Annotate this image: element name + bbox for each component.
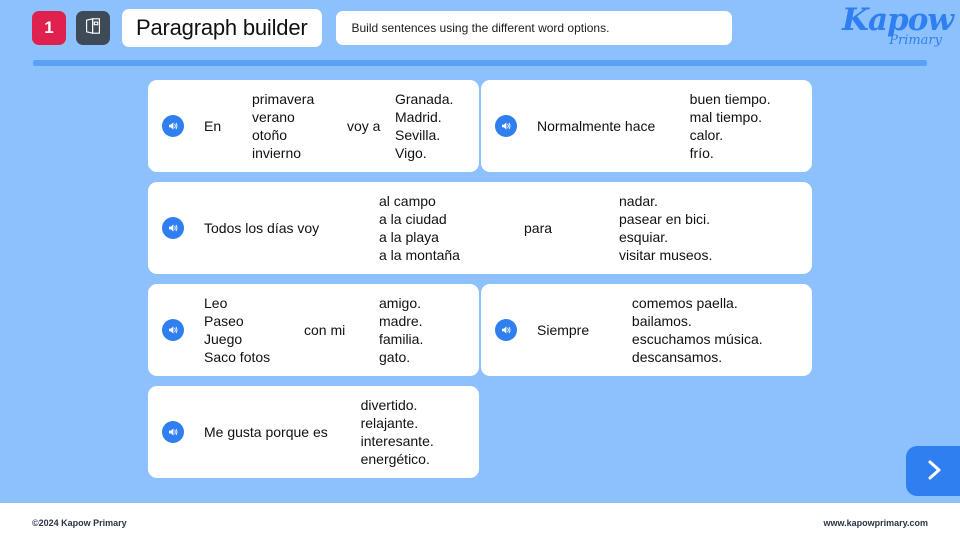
option-line[interactable]: escuchamos música. (631, 331, 763, 347)
next-slide-button[interactable] (906, 446, 960, 496)
option-line[interactable]: verano (252, 109, 295, 125)
speaker-icon[interactable] (495, 319, 517, 341)
sentence-card-leo[interactable]: Leo Paseo Juego Saco fotos con mi amigo.… (148, 284, 479, 376)
step-number-badge: 1 (32, 11, 66, 45)
option-line[interactable]: Juego (204, 331, 243, 347)
sentence-card-en[interactable]: En primavera verano otoño invierno voy a… (148, 80, 479, 172)
card-row-2: Todos los días voy al campo a la ciudad … (0, 182, 960, 274)
sentence-card-me-gusta[interactable]: Me gusta porque es divertido. relajante.… (148, 386, 479, 478)
option-line[interactable]: esquiar. (619, 229, 669, 245)
option-line[interactable]: divertido. (360, 397, 418, 413)
option-line[interactable]: al campo (379, 193, 436, 209)
option-line[interactable]: descansamos. (631, 349, 723, 365)
card-en-col-connector: voy a (347, 118, 381, 134)
header-divider (33, 60, 927, 66)
card-en-col-seasons: primavera verano otoño invierno (252, 90, 347, 162)
page-title: Paragraph builder (136, 15, 308, 40)
card-leo-col-connector: con mi (304, 322, 346, 338)
speaker-icon[interactable] (495, 115, 517, 137)
card-row-3: Leo Paseo Juego Saco fotos con mi amigo.… (0, 284, 960, 376)
option-line[interactable]: nadar. (619, 193, 658, 209)
card-siempre-col-prompt: Siempre (537, 322, 590, 338)
card-todos-col-connector: para (524, 220, 553, 236)
card-row-4: Me gusta porque es divertido. relajante.… (0, 386, 960, 478)
option-line[interactable]: calor. (689, 127, 724, 143)
step-number-label: 1 (44, 18, 54, 37)
option-line[interactable]: mal tiempo. (689, 109, 763, 125)
card-todos-col-places: al campo a la ciudad a la playa a la mon… (379, 192, 524, 264)
option-line[interactable]: primavera (252, 91, 315, 107)
option-line[interactable]: Saco fotos (204, 349, 271, 365)
card-me-gusta-col-prompt: Me gusta porque es (204, 424, 328, 440)
sentence-card-siempre[interactable]: Siempre comemos paella. bailamos. escuch… (481, 284, 812, 376)
card-todos-col-prompt: Todos los días voy (204, 220, 320, 236)
option-line[interactable]: bailamos. (631, 313, 692, 329)
copyright-text: ©2024 Kapow Primary (32, 518, 127, 528)
slide-canvas: 1 Paragraph builder Build se (0, 0, 960, 503)
slide-title-box: Paragraph builder (122, 9, 322, 47)
instruction-text: Build sentences using the different word… (351, 21, 610, 35)
option-line[interactable]: Sevilla. (395, 127, 441, 143)
option-line[interactable]: Granada. (395, 91, 454, 107)
card-en-col-prompt: En (204, 118, 222, 134)
option-line[interactable]: a la playa (379, 229, 439, 245)
kapow-primary-logo: Kapow Primary (842, 3, 954, 53)
website-url: www.kapowprimary.com (823, 518, 928, 528)
speaker-icon[interactable] (162, 421, 184, 443)
card-me-gusta-col-adjectives: divertido. relajante. interesante. energ… (361, 396, 465, 468)
option-line[interactable]: familia. (379, 331, 424, 347)
option-line[interactable]: Vigo. (395, 145, 427, 161)
option-line[interactable]: Paseo (204, 313, 244, 329)
book-icon (83, 16, 103, 41)
option-line[interactable]: Leo (204, 295, 228, 311)
option-line[interactable]: amigo. (379, 295, 422, 311)
option-line[interactable]: gato. (379, 349, 411, 365)
slide-header: 1 Paragraph builder Build se (0, 0, 960, 56)
option-line[interactable]: frío. (689, 145, 714, 161)
card-normalmente-col-weather: buen tiempo. mal tiempo. calor. frío. (690, 90, 798, 162)
option-line[interactable]: energético. (360, 451, 430, 467)
instruction-box: Build sentences using the different word… (335, 11, 732, 45)
option-line[interactable]: madre. (379, 313, 423, 329)
option-line[interactable]: interesante. (360, 433, 434, 449)
option-line[interactable]: buen tiempo. (689, 91, 771, 107)
card-row-1: En primavera verano otoño invierno voy a… (0, 80, 960, 172)
sentence-card-normalmente[interactable]: Normalmente hace buen tiempo. mal tiempo… (481, 80, 812, 172)
card-siempre-col-actions: comemos paella. bailamos. escuchamos mús… (632, 294, 798, 366)
card-normalmente-col-prompt: Normalmente hace (537, 118, 656, 134)
option-line[interactable]: a la montaña (379, 247, 460, 263)
option-line[interactable]: Madrid. (395, 109, 442, 125)
option-line[interactable]: pasear en bici. (619, 211, 711, 227)
card-leo-col-people: amigo. madre. familia. gato. (379, 294, 464, 366)
option-line[interactable]: otoño (252, 127, 288, 143)
sentence-card-todos-los-dias[interactable]: Todos los días voy al campo a la ciudad … (148, 182, 812, 274)
card-en-col-cities: Granada. Madrid. Sevilla. Vigo. (395, 90, 465, 162)
speaker-icon[interactable] (162, 217, 184, 239)
option-line[interactable]: relajante. (360, 415, 419, 431)
activity-type-badge (76, 11, 110, 45)
option-line[interactable]: invierno (252, 145, 302, 161)
option-line[interactable]: visitar museos. (619, 247, 713, 263)
option-line[interactable]: comemos paella. (631, 295, 738, 311)
speaker-icon[interactable] (162, 319, 184, 341)
speaker-icon[interactable] (162, 115, 184, 137)
card-leo-col-verbs: Leo Paseo Juego Saco fotos (204, 294, 304, 366)
slide-footer: ©2024 Kapow Primary www.kapowprimary.com (0, 503, 960, 540)
card-todos-col-activities: nadar. pasear en bici. esquiar. visitar … (619, 192, 779, 264)
chevron-right-icon (924, 458, 946, 485)
logo-subtitle: Primary (889, 33, 942, 48)
option-line[interactable]: a la ciudad (379, 211, 447, 227)
cards-area: En primavera verano otoño invierno voy a… (0, 80, 960, 488)
logo-wordmark: Kapow (842, 2, 954, 38)
